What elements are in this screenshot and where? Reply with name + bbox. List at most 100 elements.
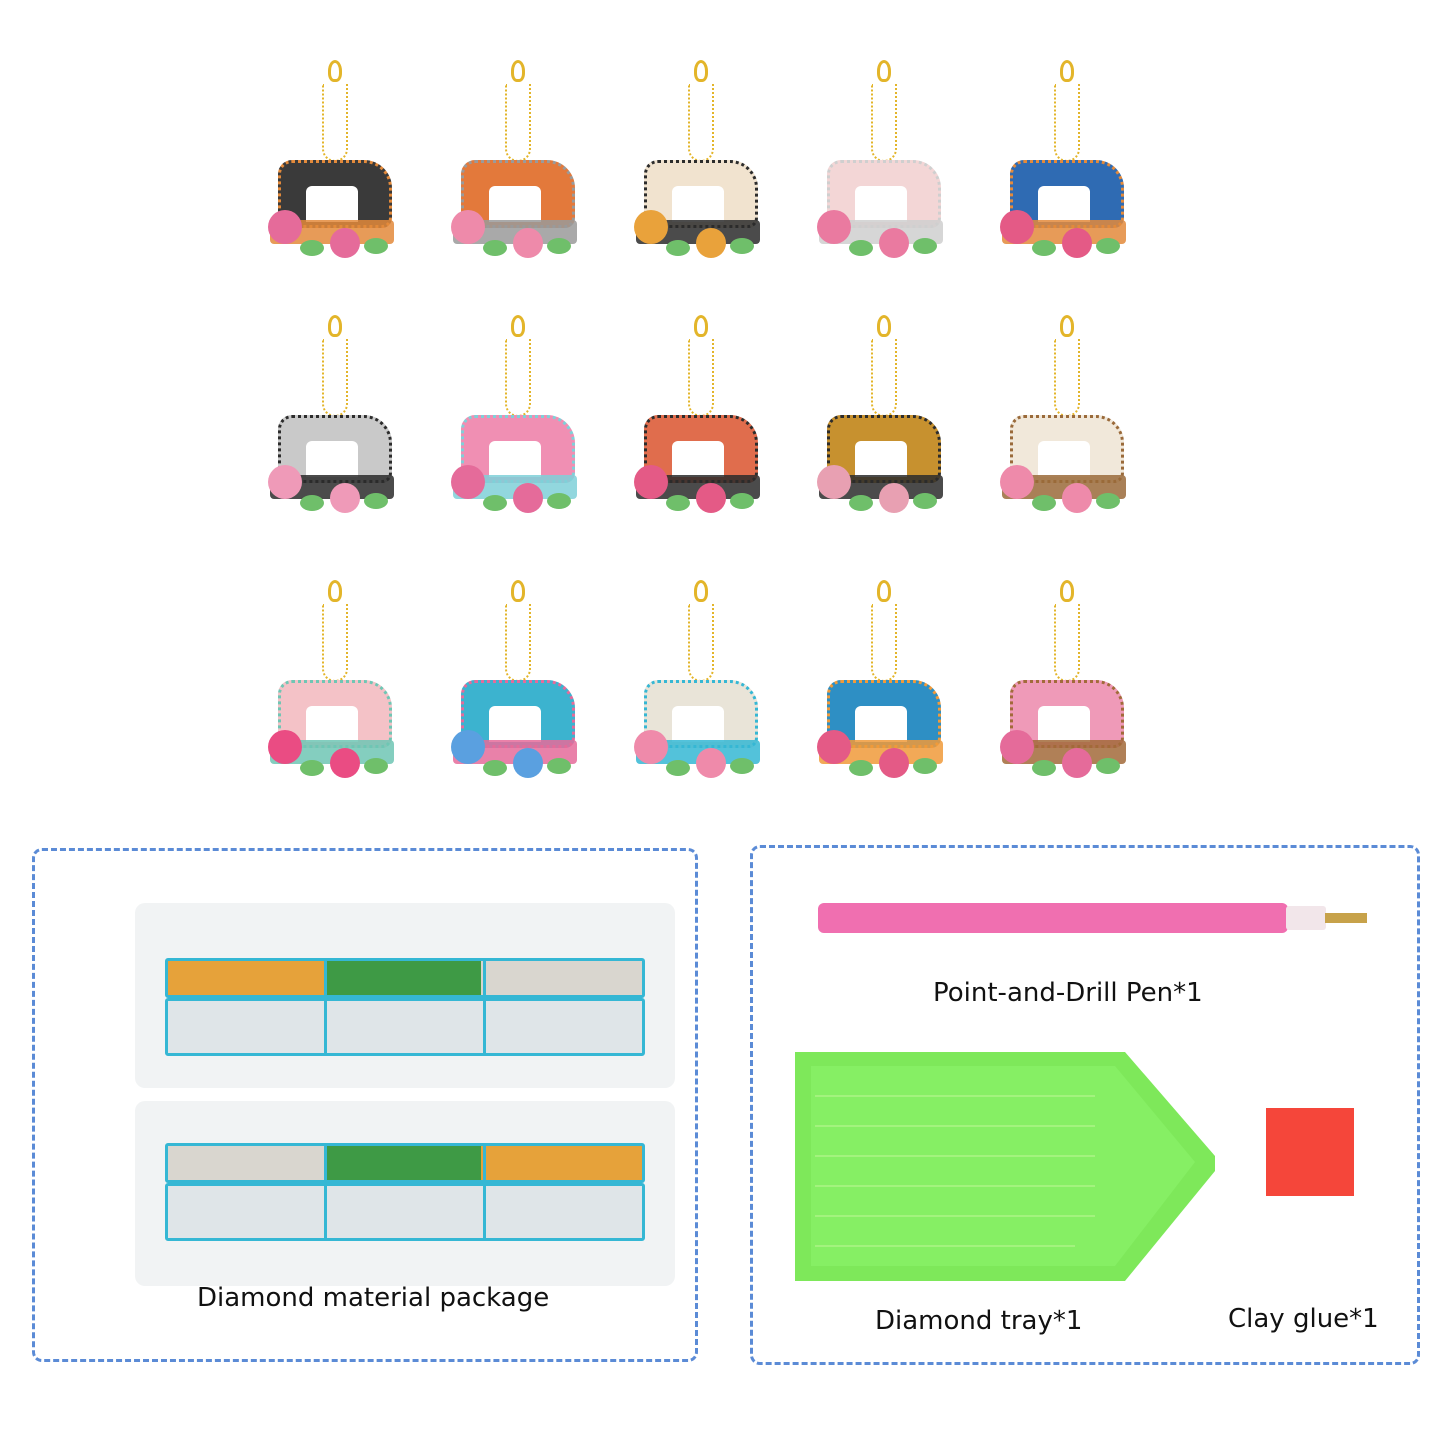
clasp-icon bbox=[694, 580, 708, 602]
keychain-item bbox=[260, 580, 410, 810]
clasp-icon bbox=[1060, 580, 1074, 602]
clasp-icon bbox=[877, 315, 891, 337]
keychain-item bbox=[626, 60, 776, 290]
clasp-icon bbox=[328, 60, 342, 82]
leaf-icon bbox=[483, 240, 507, 256]
clasp-icon bbox=[511, 580, 525, 602]
flower-icon bbox=[879, 228, 909, 258]
diamond-material-panel: Diamond material package bbox=[32, 848, 698, 1362]
flower-icon bbox=[696, 228, 726, 258]
clay-glue bbox=[1266, 1108, 1354, 1196]
keychain-item bbox=[809, 60, 959, 290]
flower-icon bbox=[268, 465, 302, 499]
diamond-box-lower bbox=[165, 1183, 645, 1241]
sewing-machine-icon bbox=[634, 150, 766, 270]
flower-icon bbox=[1062, 483, 1092, 513]
keychain-item bbox=[992, 315, 1142, 545]
clasp-icon bbox=[694, 315, 708, 337]
flower-icon bbox=[451, 465, 485, 499]
flower-icon bbox=[634, 210, 668, 244]
leaf-icon bbox=[547, 758, 571, 774]
leaf-icon bbox=[849, 240, 873, 256]
keychain-item bbox=[626, 315, 776, 545]
keychain-item bbox=[626, 580, 776, 810]
flower-icon bbox=[513, 228, 543, 258]
sewing-machine-icon bbox=[1000, 405, 1132, 525]
sewing-machine-icon bbox=[268, 405, 400, 525]
flower-icon bbox=[451, 730, 485, 764]
sewing-machine-icon bbox=[634, 670, 766, 790]
drill-pen-nib bbox=[1325, 913, 1367, 923]
leaf-icon bbox=[483, 495, 507, 511]
leaf-icon bbox=[300, 495, 324, 511]
sewing-machine-icon bbox=[451, 150, 583, 270]
flower-icon bbox=[513, 483, 543, 513]
leaf-icon bbox=[1032, 240, 1056, 256]
leaf-icon bbox=[666, 760, 690, 776]
flower-icon bbox=[1062, 748, 1092, 778]
sewing-machine-icon bbox=[451, 670, 583, 790]
flower-icon bbox=[1062, 228, 1092, 258]
flower-icon bbox=[817, 210, 851, 244]
diamond-bag-1 bbox=[135, 903, 675, 1088]
flower-icon bbox=[696, 748, 726, 778]
flower-icon bbox=[513, 748, 543, 778]
leaf-icon bbox=[300, 240, 324, 256]
drill-pen bbox=[818, 903, 1288, 933]
clasp-icon bbox=[511, 60, 525, 82]
flower-icon bbox=[330, 483, 360, 513]
diamond-box-lower bbox=[165, 998, 645, 1056]
leaf-icon bbox=[1032, 495, 1056, 511]
clasp-icon bbox=[877, 60, 891, 82]
flower-icon bbox=[330, 748, 360, 778]
keychain-item bbox=[260, 60, 410, 290]
flower-icon bbox=[879, 483, 909, 513]
flower-icon bbox=[1000, 730, 1034, 764]
flower-icon bbox=[268, 210, 302, 244]
leaf-icon bbox=[666, 495, 690, 511]
clasp-icon bbox=[1060, 315, 1074, 337]
leaf-icon bbox=[913, 238, 937, 254]
diamond-tray bbox=[795, 1052, 1215, 1281]
sewing-machine-icon bbox=[1000, 670, 1132, 790]
diamond-box-upper bbox=[165, 1143, 645, 1183]
flower-icon bbox=[817, 465, 851, 499]
leaf-icon bbox=[730, 238, 754, 254]
keychain-item bbox=[443, 315, 593, 545]
leaf-icon bbox=[300, 760, 324, 776]
tools-panel: Point-and-Drill Pen*1 Diamond tray*1 Cla… bbox=[750, 845, 1420, 1365]
leaf-icon bbox=[364, 238, 388, 254]
sewing-machine-icon bbox=[817, 150, 949, 270]
diamond-box-upper bbox=[165, 958, 645, 998]
flower-icon bbox=[817, 730, 851, 764]
leaf-icon bbox=[849, 495, 873, 511]
drill-pen-tip bbox=[1286, 906, 1326, 930]
drill-pen-caption: Point-and-Drill Pen*1 bbox=[933, 978, 1203, 1008]
leaf-icon bbox=[1096, 238, 1120, 254]
flower-icon bbox=[330, 228, 360, 258]
keychain-item bbox=[809, 315, 959, 545]
flower-icon bbox=[634, 465, 668, 499]
keychain-item bbox=[443, 580, 593, 810]
flower-icon bbox=[1000, 210, 1034, 244]
leaf-icon bbox=[913, 493, 937, 509]
leaf-icon bbox=[730, 758, 754, 774]
sewing-machine-icon bbox=[1000, 150, 1132, 270]
diamond-material-caption: Diamond material package bbox=[197, 1283, 550, 1313]
keychain-item bbox=[809, 580, 959, 810]
sewing-machine-icon bbox=[268, 150, 400, 270]
flower-icon bbox=[268, 730, 302, 764]
diamond-tray-caption: Diamond tray*1 bbox=[875, 1306, 1083, 1336]
flower-icon bbox=[1000, 465, 1034, 499]
keychain-item bbox=[443, 60, 593, 290]
leaf-icon bbox=[547, 493, 571, 509]
clasp-icon bbox=[328, 315, 342, 337]
leaf-icon bbox=[913, 758, 937, 774]
sewing-machine-icon bbox=[634, 405, 766, 525]
leaf-icon bbox=[547, 238, 571, 254]
leaf-icon bbox=[730, 493, 754, 509]
flower-icon bbox=[634, 730, 668, 764]
clasp-icon bbox=[877, 580, 891, 602]
clasp-icon bbox=[511, 315, 525, 337]
sewing-machine-icon bbox=[817, 670, 949, 790]
